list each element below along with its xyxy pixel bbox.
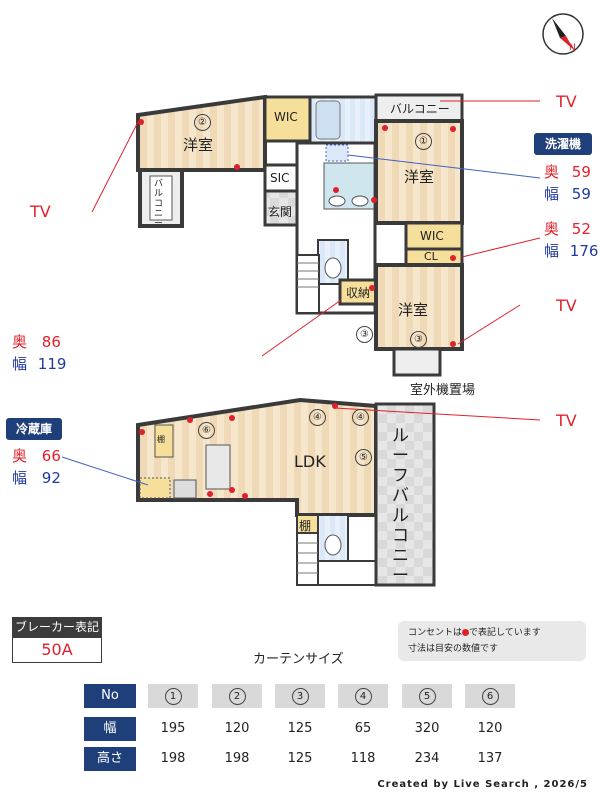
credit-line: Created by Live Search , 2026/5 xyxy=(377,779,588,790)
curtain-width-6: 120 xyxy=(477,721,503,736)
curtain-height-3: 125 xyxy=(287,751,313,766)
tv-label-right: TV xyxy=(556,296,577,315)
washer-depth: 奥 59 xyxy=(544,163,591,181)
label-shelf-small: 棚 xyxy=(157,435,165,444)
label-western-2: 洋室 xyxy=(183,136,214,154)
tv-label-left: TV xyxy=(30,202,51,221)
note-line2: 寸法は目安の数値です xyxy=(408,644,499,654)
washer-tag: 洗濯機 xyxy=(534,133,592,155)
note-box: コンセントはで表記しています 寸法は目安の数値です xyxy=(398,621,586,661)
label-left-balcony: バルコニー xyxy=(154,179,164,229)
lower-stairs xyxy=(296,532,377,586)
svg-text:N: N xyxy=(569,43,576,53)
upper-stairs xyxy=(296,254,320,314)
label-shelf-bottom: 棚 xyxy=(299,519,312,533)
curtain-no-4: 4 xyxy=(338,684,388,708)
floor-plan: N xyxy=(61,13,584,587)
note-line1-a: コンセントは xyxy=(408,628,463,638)
curtain-no-6: 6 xyxy=(465,684,515,708)
label-entrance: 玄関 xyxy=(268,205,293,219)
circle-label-3b: ③ xyxy=(410,331,427,348)
wic-depth: 奥 52 xyxy=(544,220,591,238)
tv-label-lower: TV xyxy=(556,411,577,430)
outlet-dot-icon xyxy=(462,629,470,636)
circle-label-3a: ③ xyxy=(356,326,373,343)
storage xyxy=(338,278,378,306)
storage-width: 幅 119 xyxy=(12,355,67,373)
curtain-header-width: 幅 xyxy=(84,717,136,741)
circle-label-2: ② xyxy=(194,114,211,131)
label-closet: CL xyxy=(424,250,438,263)
circle-label-4b: ④ xyxy=(352,409,369,426)
curtain-no-1: 1 xyxy=(148,684,198,708)
outlet-markers-lower xyxy=(139,403,338,499)
curtain-height-4: 118 xyxy=(350,751,376,766)
outdoor-unit-space xyxy=(392,347,442,377)
circle-label-6: ⑥ xyxy=(198,422,215,439)
roof-balcony xyxy=(374,402,436,587)
curtain-width-1: 195 xyxy=(160,721,186,736)
compass-icon: N xyxy=(542,13,584,55)
curtain-height-2: 198 xyxy=(224,751,250,766)
label-right-wic: WIC xyxy=(420,229,444,243)
curtain-width-3: 125 xyxy=(287,721,313,736)
curtain-width-4: 65 xyxy=(354,721,372,736)
curtain-width-5: 320 xyxy=(414,721,440,736)
fridge-width: 幅 92 xyxy=(12,469,61,487)
label-ldk: LDK xyxy=(294,452,326,471)
label-outdoor-unit: 室外機置場 xyxy=(410,383,476,398)
label-western-1: 洋室 xyxy=(404,168,435,186)
circle-label-1: ① xyxy=(415,133,432,150)
curtain-no-3: 3 xyxy=(275,684,325,708)
right-wic xyxy=(404,221,464,251)
curtain-no-2: 2 xyxy=(212,684,262,708)
circle-label-5: ⑤ xyxy=(355,449,372,466)
label-western-3: 洋室 xyxy=(398,301,429,319)
curtain-width-2: 120 xyxy=(224,721,250,736)
wic-width: 幅 176 xyxy=(544,242,599,260)
washer-width: 幅 59 xyxy=(544,185,591,203)
curtain-title: カーテンサイズ xyxy=(253,652,344,667)
label-top-wic: WIC xyxy=(274,110,298,124)
curtain-height-5: 234 xyxy=(414,751,440,766)
label-storage: 収納 xyxy=(346,286,371,300)
fridge-tag: 冷蔵庫 xyxy=(6,418,62,440)
curtain-height-1: 198 xyxy=(160,751,186,766)
label-top-balcony: バルコニー xyxy=(390,102,450,116)
curtain-header-no: No xyxy=(84,684,136,708)
breaker-title: ブレーカー表記 xyxy=(12,617,102,637)
curtain-header-height: 高さ xyxy=(84,747,136,771)
leader-lines xyxy=(91,100,541,421)
storage-depth: 奥 86 xyxy=(12,333,61,351)
breaker-value: 50A xyxy=(12,637,102,663)
tv-label-top: TV xyxy=(556,92,577,111)
label-sic: SIC xyxy=(270,171,290,185)
note-line1-b: で表記しています xyxy=(469,628,541,638)
label-roof-balcony: ルーフバルコニー xyxy=(392,426,409,586)
outlet-markers-upper xyxy=(138,119,456,347)
circle-label-4a: ④ xyxy=(309,409,326,426)
fridge-depth: 奥 66 xyxy=(12,447,61,465)
curtain-no-5: 5 xyxy=(402,684,452,708)
curtain-height-6: 137 xyxy=(477,751,503,766)
